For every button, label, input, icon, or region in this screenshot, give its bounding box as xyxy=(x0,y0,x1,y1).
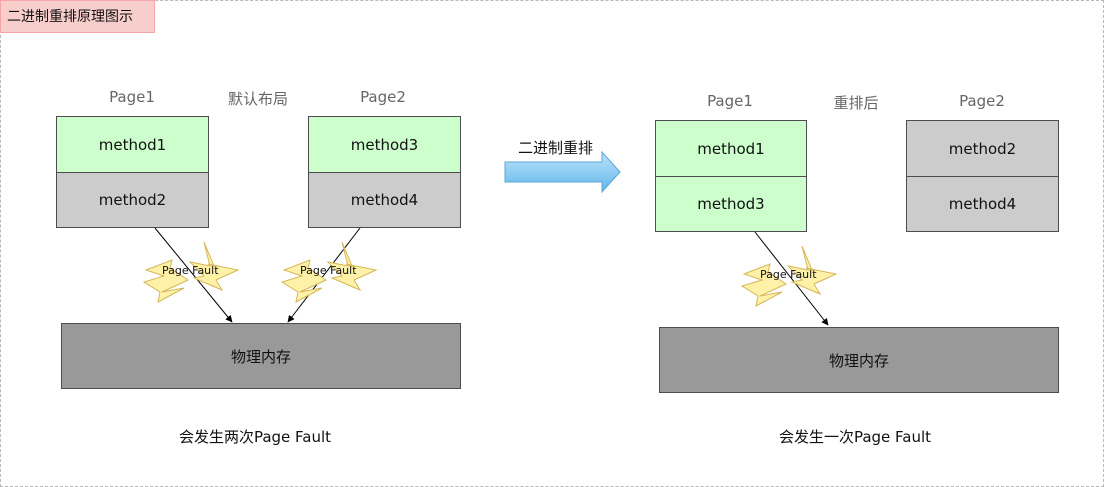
right-page2-label: Page2 xyxy=(959,92,1005,110)
connector-left-page1 xyxy=(154,227,233,323)
left-page2-method-1: method3 xyxy=(308,116,461,173)
right-page2-method-1: method2 xyxy=(906,120,1059,177)
right-page1-label: Page1 xyxy=(707,92,753,110)
left-page-fault-label-1: Page Fault xyxy=(162,264,219,277)
left-page1-method-2: method2 xyxy=(56,172,209,228)
connector-right-page1 xyxy=(754,231,829,326)
right-page1-method-2: method3 xyxy=(655,176,807,232)
left-page1-method-1: method1 xyxy=(56,116,209,173)
lightning-icon xyxy=(280,241,378,303)
rearrange-arrow-label: 二进制重排 xyxy=(518,139,594,157)
left-layout-label: 默认布局 xyxy=(227,90,288,108)
left-page2-method-2: method4 xyxy=(308,172,461,228)
diagram-title: 二进制重排原理图示 xyxy=(0,0,155,33)
lightning-icon xyxy=(142,241,240,303)
left-page-fault-label-2: Page Fault xyxy=(300,264,357,277)
right-layout-label: 重排后 xyxy=(833,94,879,112)
left-summary: 会发生两次Page Fault xyxy=(178,428,332,446)
right-page-fault-label: Page Fault xyxy=(760,268,817,281)
right-page2-method-2: method4 xyxy=(906,176,1059,232)
lightning-icon xyxy=(740,245,838,307)
connector-left-page2 xyxy=(287,227,361,323)
left-page2-label: Page2 xyxy=(360,88,406,106)
left-page1-label: Page1 xyxy=(109,88,155,106)
right-summary: 会发生一次Page Fault xyxy=(778,428,932,446)
right-arrow-icon xyxy=(504,150,621,194)
right-page1-method-1: method1 xyxy=(655,120,807,177)
left-physical-memory: 物理内存 xyxy=(61,323,461,389)
right-physical-memory: 物理内存 xyxy=(659,327,1059,393)
